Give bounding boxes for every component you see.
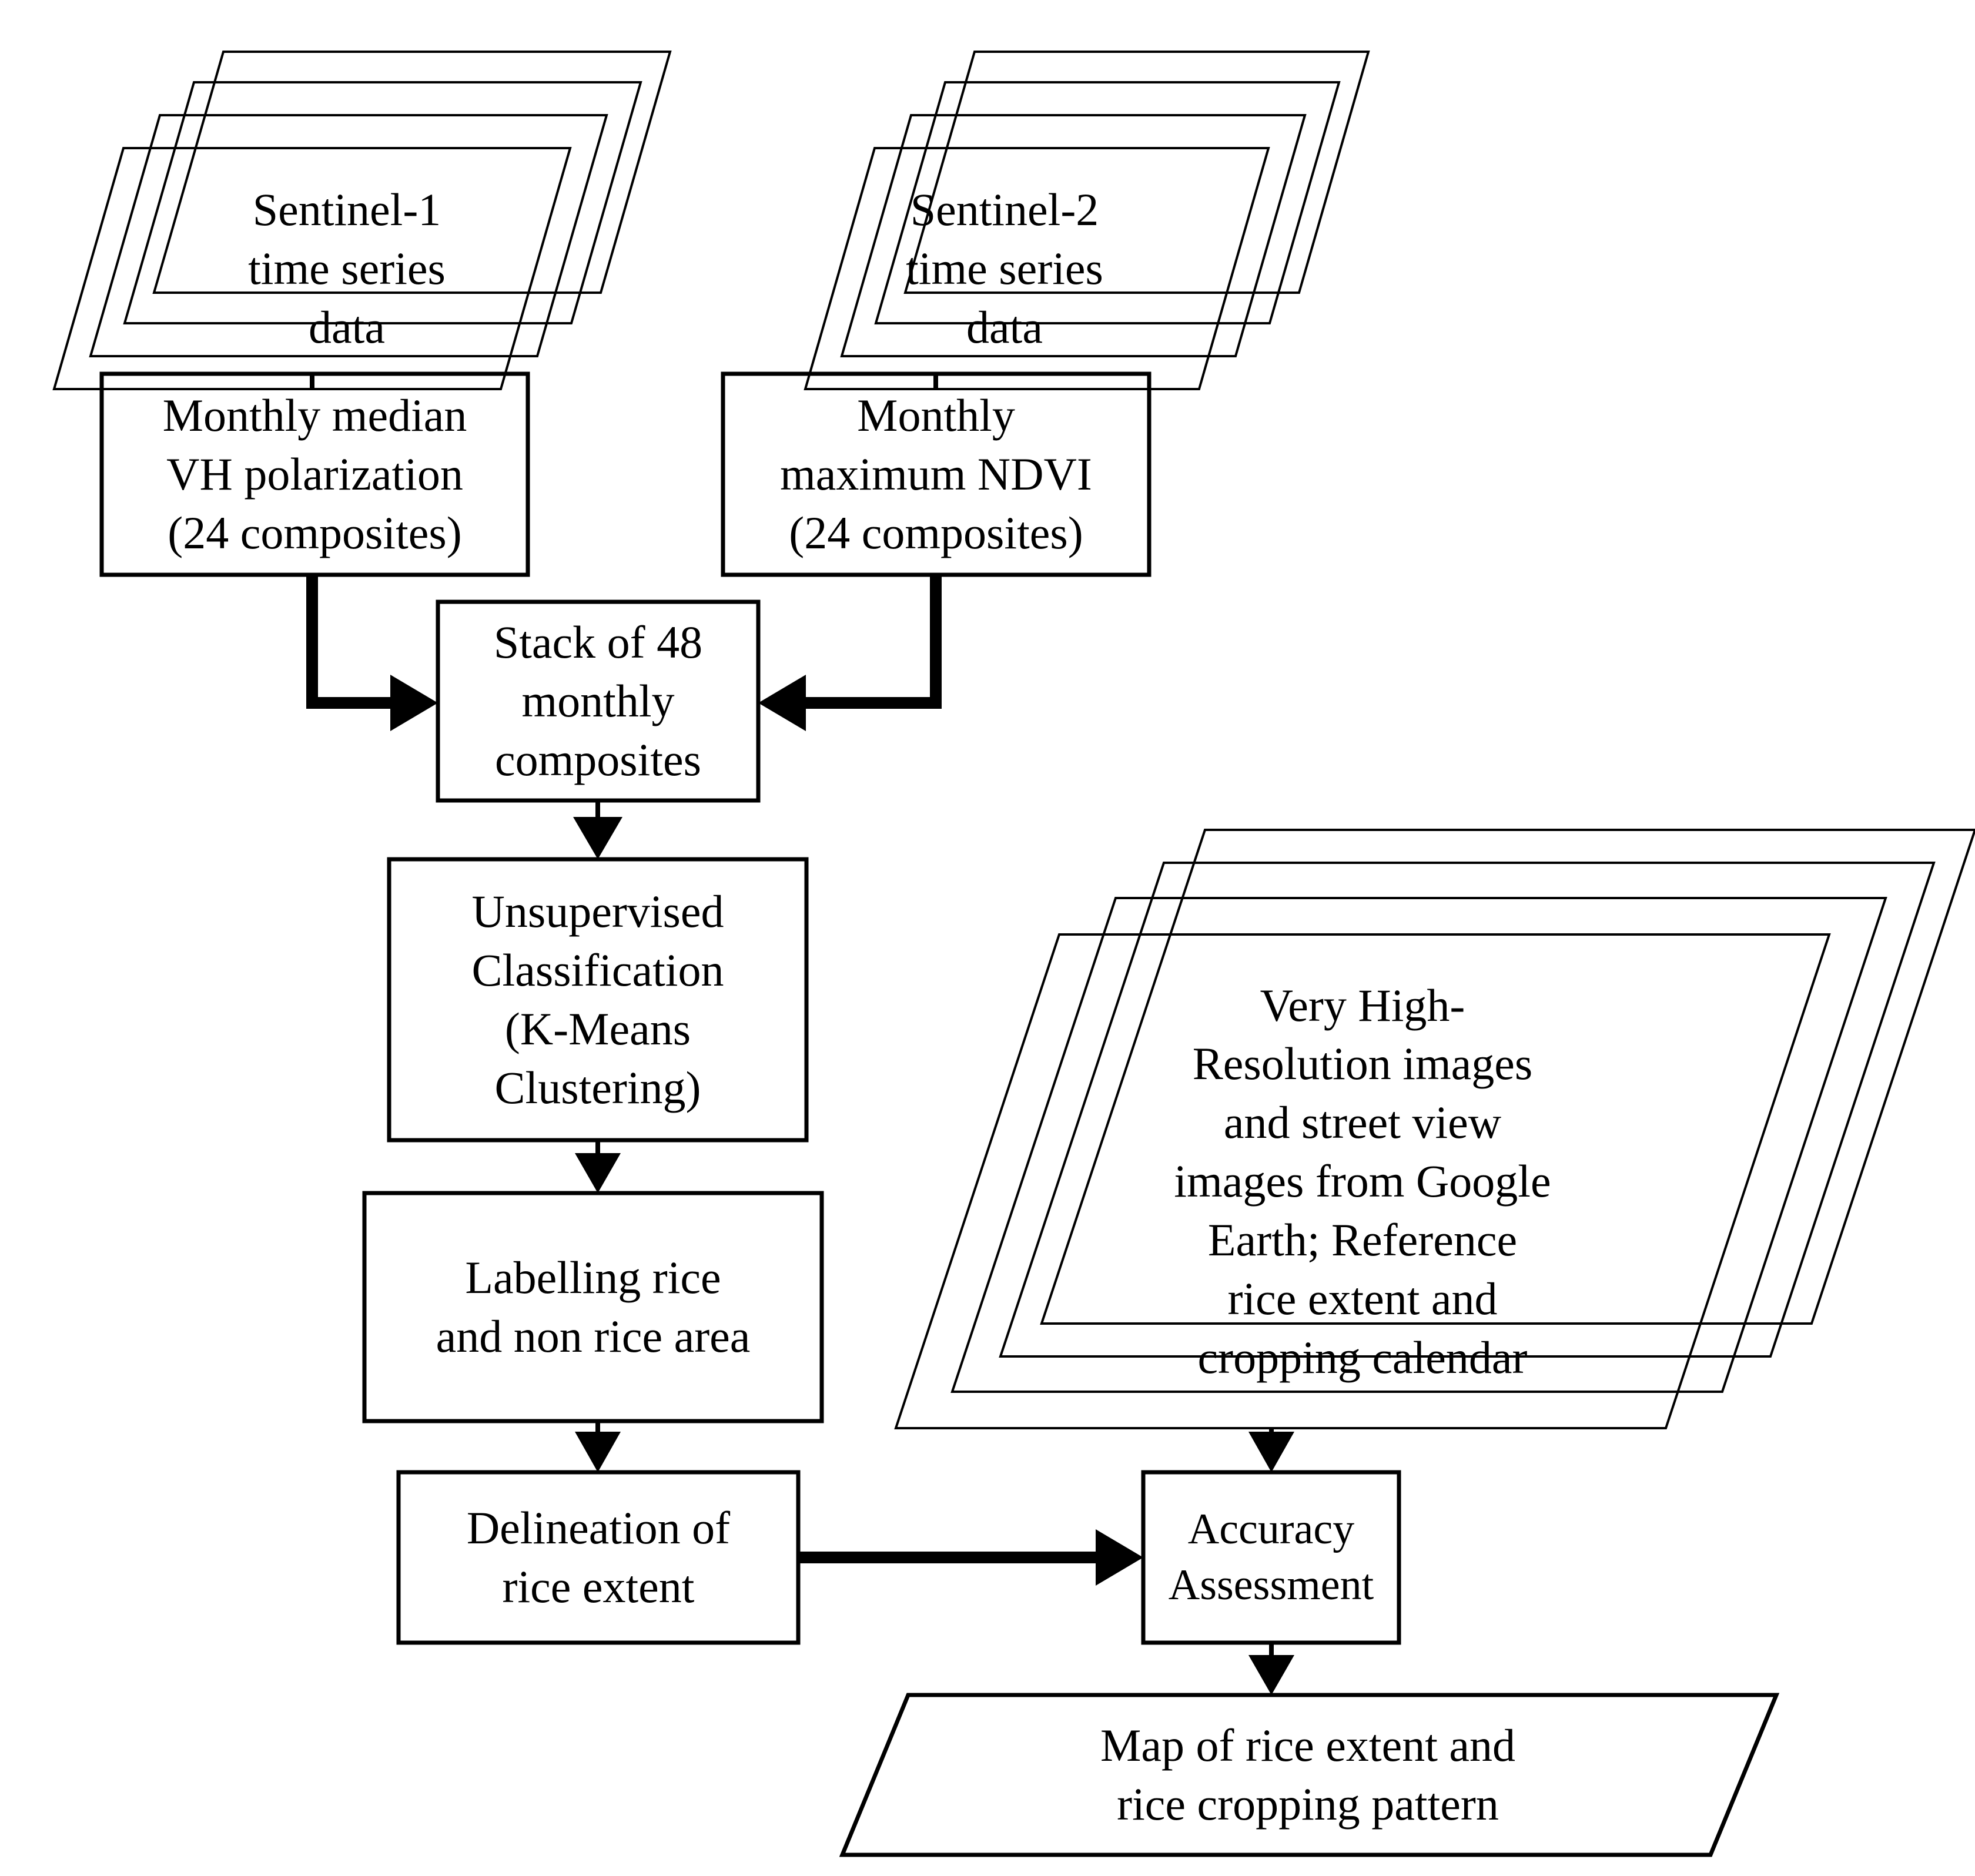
stack48-box-shape[interactable]: [436, 599, 761, 803]
output-map-shape[interactable]: [839, 1693, 1780, 1857]
labelling-box-shape[interactable]: [362, 1191, 824, 1423]
edge-accuracy-to-output-map: [1248, 1643, 1294, 1695]
vh-box-shape[interactable]: [99, 371, 530, 577]
edge-labelling-to-delineation: [575, 1421, 621, 1472]
ndvi-box-shape[interactable]: [721, 371, 1151, 577]
unsupervised-box-shape[interactable]: [387, 857, 809, 1143]
delineation-box-shape[interactable]: [396, 1470, 801, 1645]
sentinel1-stack-shape[interactable]: [52, 51, 672, 390]
sentinel2-stack-shape[interactable]: [804, 51, 1370, 390]
edge-ndvi-to-stack48: [758, 575, 942, 731]
edge-unsupervised-to-labelling: [575, 1140, 621, 1193]
edge-vh-to-stack48: [306, 575, 438, 731]
edge-reference-to-accuracy: [1248, 1428, 1294, 1472]
reference-stack-shape[interactable]: [894, 829, 1975, 1429]
edge-delineation-to-accuracy: [798, 1529, 1143, 1586]
accuracy-box-shape[interactable]: [1141, 1470, 1401, 1645]
edge-stack48-to-unsupervised: [573, 800, 622, 859]
